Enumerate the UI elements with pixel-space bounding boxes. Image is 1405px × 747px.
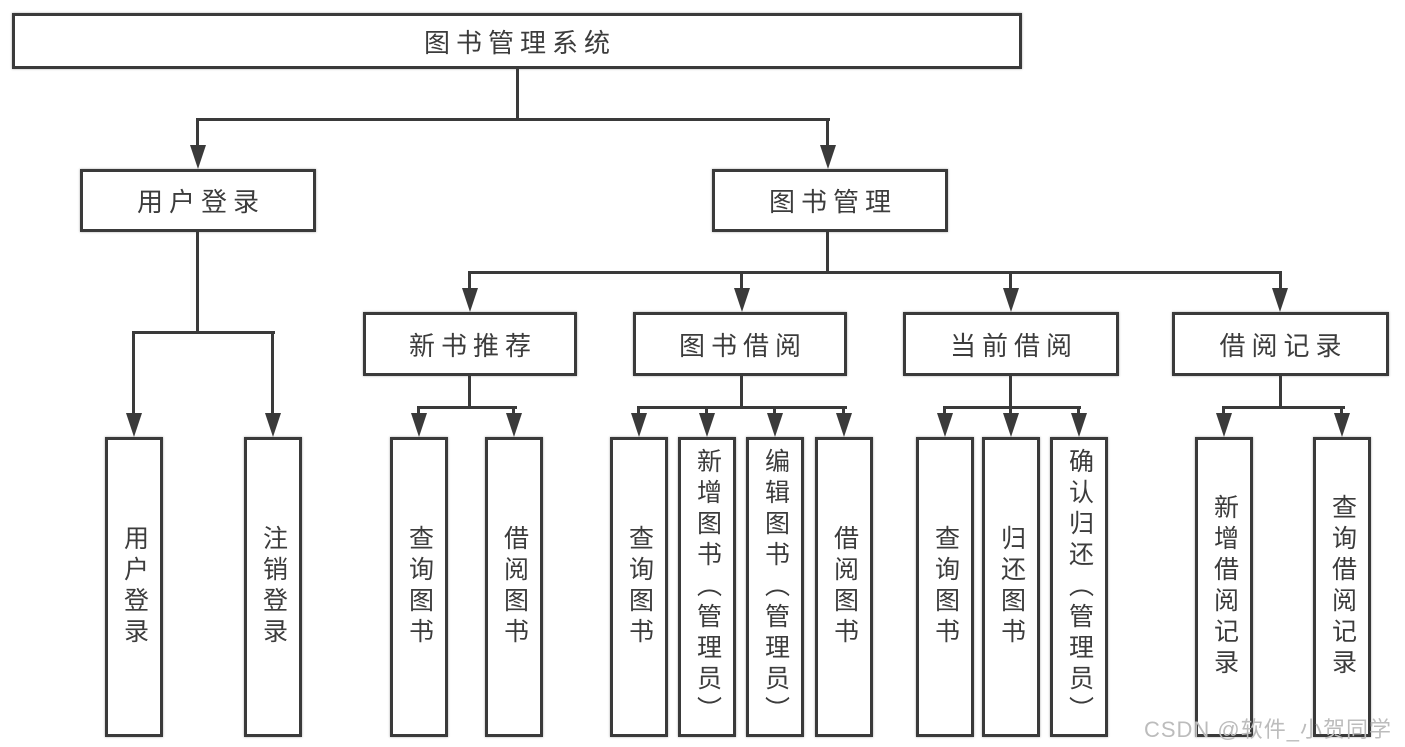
node-label: 新增图书（管理员） <box>693 447 722 727</box>
node-label: 查询借阅记录 <box>1328 494 1357 680</box>
connector-line <box>196 118 199 148</box>
node-label: 图书管理系统 <box>423 27 616 58</box>
connector-line <box>943 406 946 417</box>
node-book-management: 图书管理 <box>712 169 948 232</box>
arrow-down-icon <box>1216 413 1232 437</box>
node-new-book-recommend: 新书推荐 <box>363 312 577 376</box>
node-label: 查询图书 <box>625 525 654 649</box>
leaf-logout: 注销登录 <box>244 437 302 737</box>
connector-line <box>826 118 829 148</box>
connector-line <box>740 375 743 409</box>
connector-line <box>740 271 743 292</box>
connector-line <box>512 406 515 417</box>
leaf-query-books-borrowing: 查询图书 <box>610 437 668 737</box>
connector-line <box>1009 271 1012 292</box>
connector-line <box>516 69 519 119</box>
node-user-login: 用户登录 <box>80 169 316 232</box>
leaf-user-login: 用户登录 <box>105 437 163 737</box>
connector-line <box>1222 406 1345 409</box>
node-label: 新书推荐 <box>408 330 537 361</box>
leaf-borrow-books-borrowing: 借阅图书 <box>815 437 873 737</box>
arrow-down-icon <box>734 288 750 312</box>
leaf-borrow-books-recommend: 借阅图书 <box>485 437 543 737</box>
leaf-query-books-recommend: 查询图书 <box>390 437 448 737</box>
connector-line <box>271 331 274 415</box>
arrow-down-icon <box>1003 413 1019 437</box>
arrow-down-icon <box>1003 288 1019 312</box>
node-label: 新增借阅记录 <box>1210 494 1239 680</box>
connector-line <box>637 406 847 409</box>
connector-line <box>1009 406 1012 417</box>
arrow-down-icon <box>937 413 953 437</box>
leaf-query-books-current: 查询图书 <box>916 437 974 737</box>
node-label: 用户登录 <box>136 187 265 217</box>
connector-line <box>468 375 471 409</box>
leaf-add-borrow-record: 新增借阅记录 <box>1195 437 1253 737</box>
arrow-down-icon <box>462 288 478 312</box>
arrow-down-icon <box>1334 413 1350 437</box>
arrow-down-icon <box>126 413 142 437</box>
node-label: 注销登录 <box>259 525 288 649</box>
arrow-down-icon <box>820 145 836 169</box>
arrow-down-icon <box>1071 413 1087 437</box>
node-book-borrowing: 图书借阅 <box>633 312 847 376</box>
connector-line <box>468 271 471 292</box>
arrow-down-icon <box>190 145 206 169</box>
node-label: 图书管理 <box>768 187 897 217</box>
node-label: 确认归还（管理员） <box>1065 447 1094 727</box>
connector-line <box>1340 406 1343 417</box>
node-label: 用户登录 <box>120 525 149 649</box>
connector-line <box>1077 406 1080 417</box>
leaf-confirm-return-admin: 确认归还（管理员） <box>1050 437 1108 737</box>
connector-line <box>826 232 829 274</box>
connector-line <box>1009 375 1012 409</box>
connector-line <box>468 271 1282 274</box>
leaf-query-borrow-record: 查询借阅记录 <box>1313 437 1371 737</box>
node-label: 归还图书 <box>997 525 1026 649</box>
connector-line <box>132 331 135 415</box>
node-label: 借阅图书 <box>500 525 529 649</box>
node-library-management-system: 图书管理系统 <box>12 13 1022 69</box>
node-label: 编辑图书（管理员） <box>761 447 790 727</box>
connector-line <box>943 406 1081 409</box>
arrow-down-icon <box>411 413 427 437</box>
connector-line <box>705 406 708 417</box>
connector-line <box>842 406 845 417</box>
connector-line <box>637 406 640 417</box>
connector-line <box>773 406 776 417</box>
node-current-borrowing: 当前借阅 <box>903 312 1119 376</box>
arrow-down-icon <box>699 413 715 437</box>
connector-line <box>417 406 517 409</box>
node-label: 借阅图书 <box>830 525 859 649</box>
arrow-down-icon <box>631 413 647 437</box>
node-borrowing-records: 借阅记录 <box>1172 312 1389 376</box>
leaf-return-books: 归还图书 <box>982 437 1040 737</box>
arrow-down-icon <box>1272 288 1288 312</box>
node-label: 查询图书 <box>405 525 434 649</box>
csdn-watermark: CSDN @软件_小贺同学 <box>1143 717 1392 742</box>
node-label: 图书借阅 <box>678 330 807 361</box>
leaf-edit-books-admin: 编辑图书（管理员） <box>746 437 804 737</box>
connector-line <box>1279 375 1282 409</box>
arrow-down-icon <box>506 413 522 437</box>
arrow-down-icon <box>767 413 783 437</box>
connector-line <box>1279 271 1282 292</box>
node-label: 当前借阅 <box>949 330 1078 361</box>
connector-line <box>1222 406 1225 417</box>
node-label: 查询图书 <box>931 525 960 649</box>
connector-line <box>417 406 420 417</box>
leaf-add-books-admin: 新增图书（管理员） <box>678 437 736 737</box>
arrow-down-icon <box>836 413 852 437</box>
node-label: 借阅记录 <box>1219 330 1348 361</box>
connector-line <box>132 331 275 334</box>
arrow-down-icon <box>265 413 281 437</box>
connector-line <box>196 118 830 121</box>
connector-line <box>196 232 199 334</box>
